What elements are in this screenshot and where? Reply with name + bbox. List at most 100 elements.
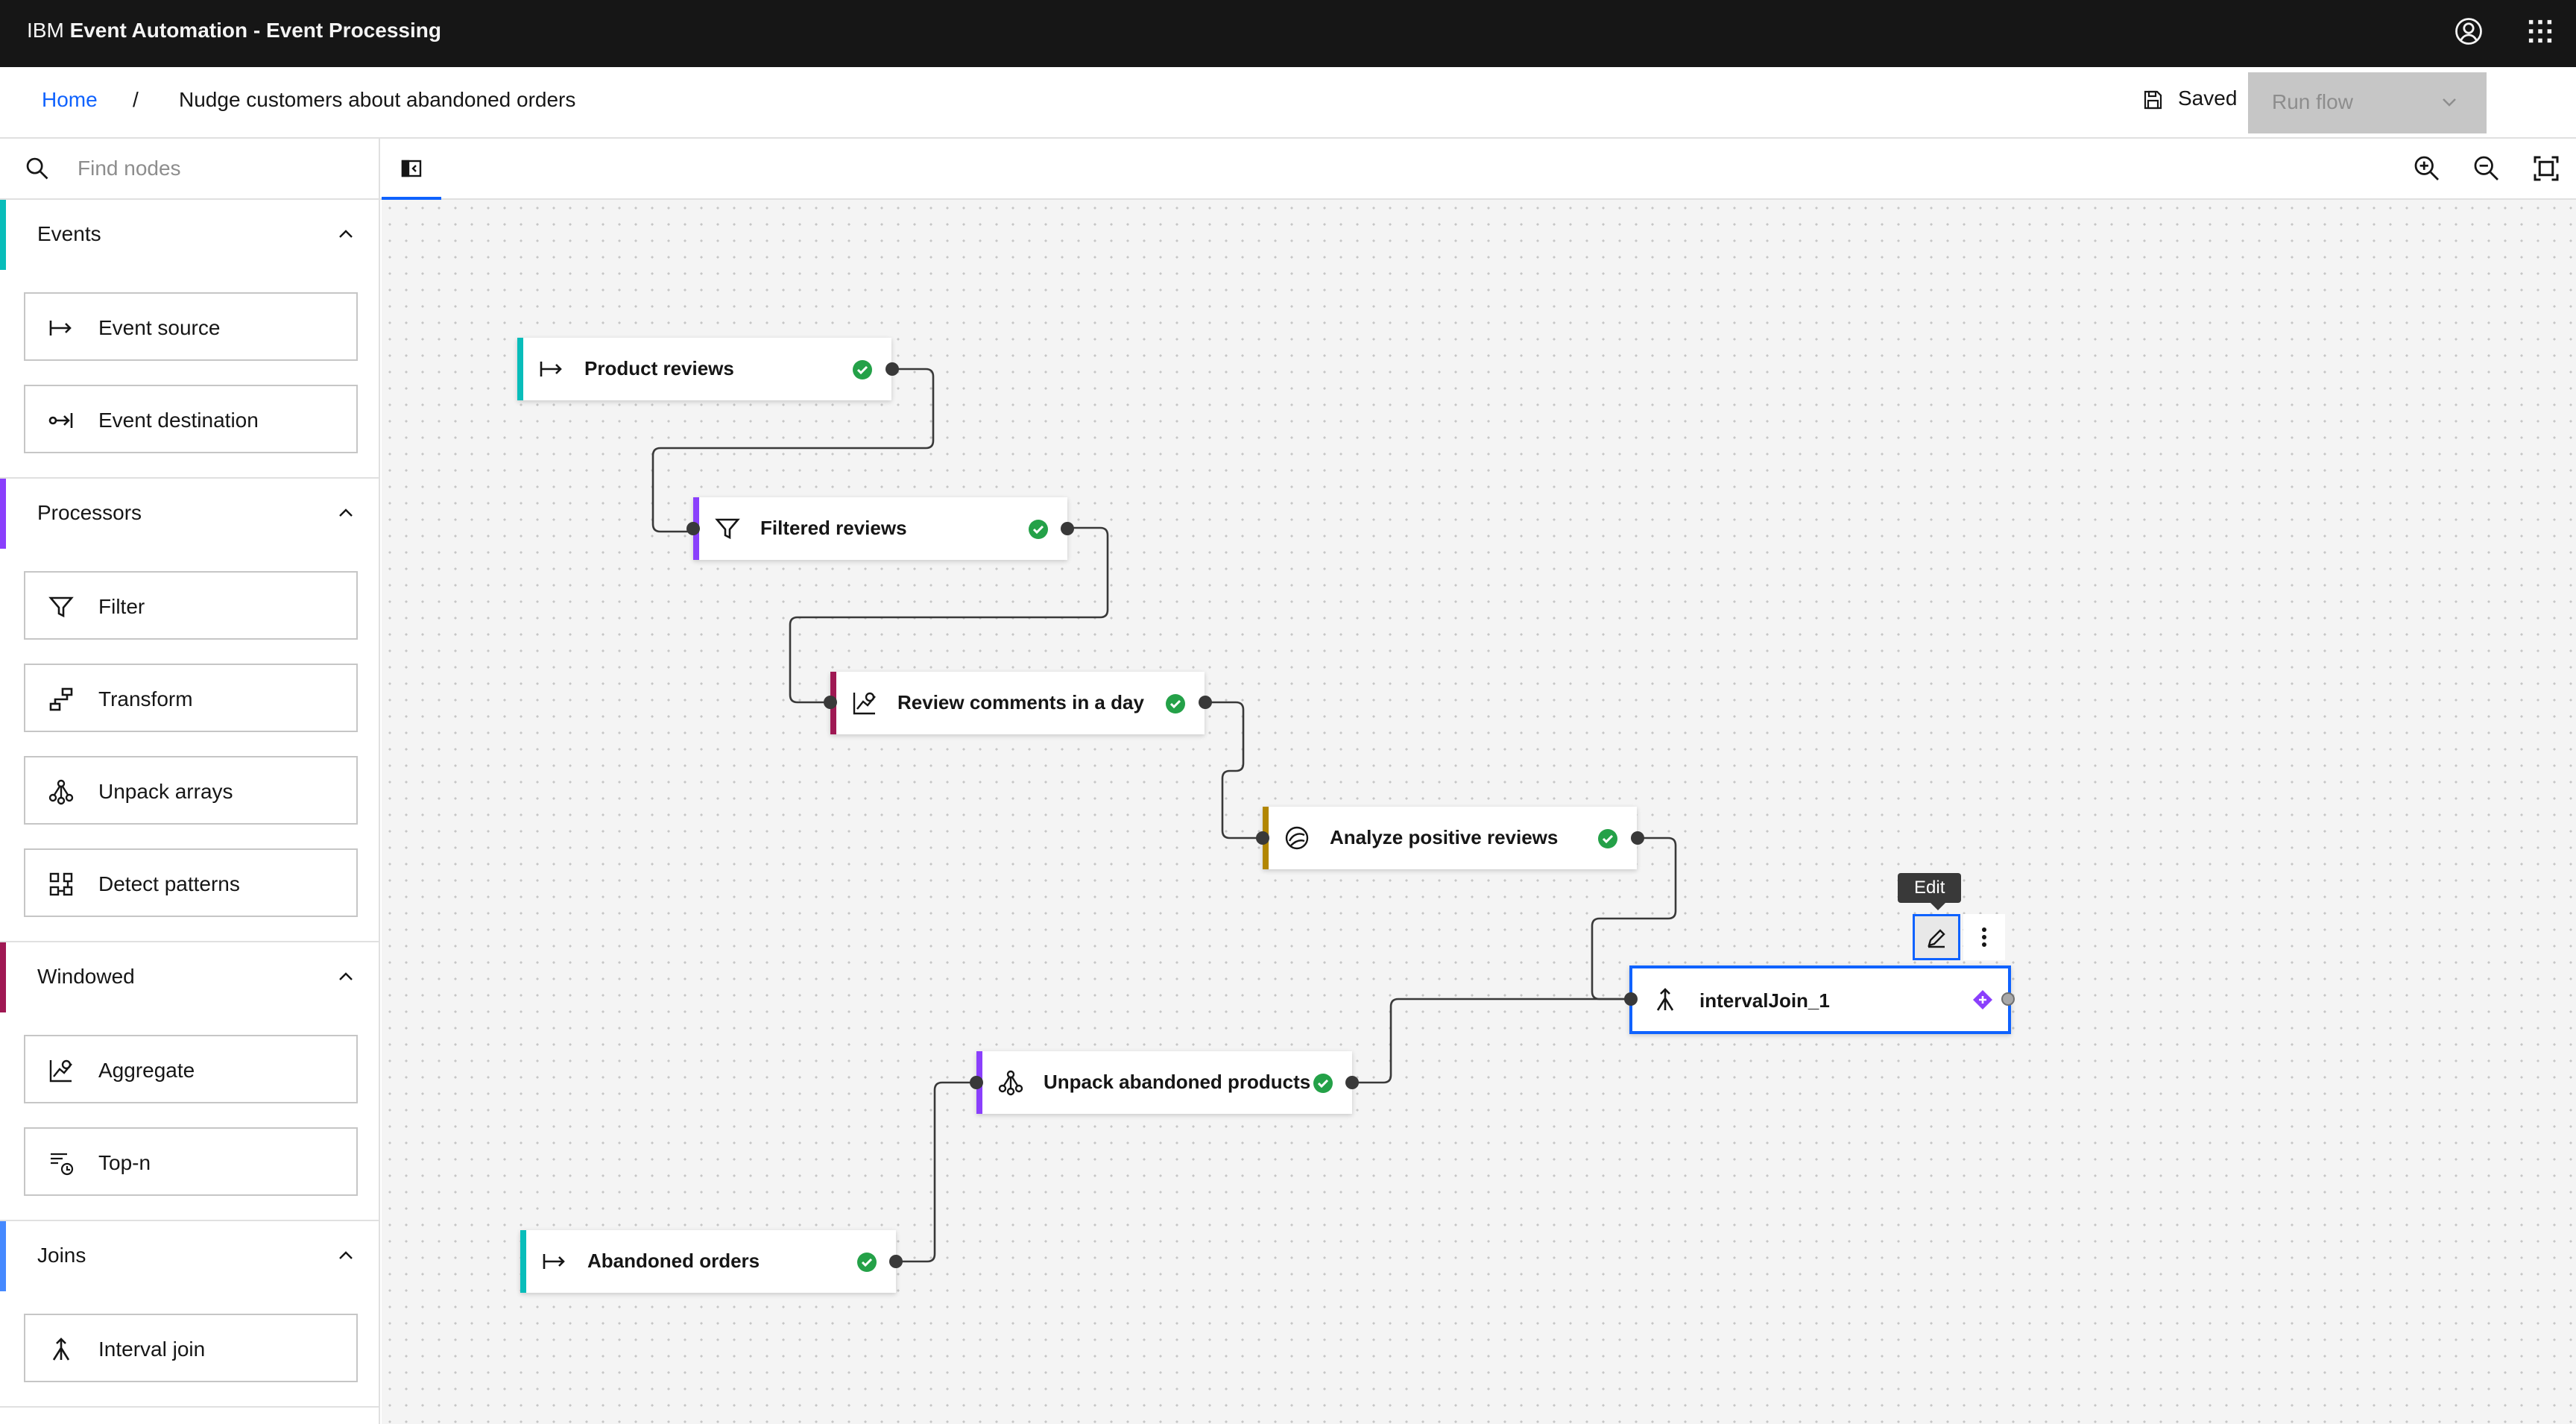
link-abandoned-to-unpack (896, 1081, 976, 1263)
input-port[interactable] (1256, 831, 1269, 845)
checkmark-icon (1598, 829, 1617, 848)
category-color-bar (0, 200, 6, 270)
checkmark-icon (1313, 1074, 1333, 1093)
chevron-up-icon[interactable] (335, 1245, 356, 1266)
node-label: Filtered reviews (760, 517, 907, 539)
palette-item-label: Top-n (98, 1151, 151, 1174)
palette-toggle-button[interactable] (382, 139, 441, 200)
category-color-bar (0, 479, 6, 549)
node-label: intervalJoin_1 (1699, 989, 1830, 1012)
top-n-icon (46, 1148, 76, 1178)
category-label: Events (37, 222, 101, 245)
link-review-comments-to-analyze (1205, 701, 1263, 839)
interval-join-icon (46, 1335, 76, 1364)
detect-patterns-icon (46, 869, 76, 899)
flow-node-abandoned-orders[interactable]: Abandoned orders (520, 1230, 896, 1293)
zoom-in-icon[interactable] (2412, 154, 2442, 183)
palette-item-unpack-arrays[interactable]: Unpack arrays (24, 756, 358, 825)
palette-item-label: Event source (98, 316, 221, 339)
search-input[interactable] (78, 151, 361, 186)
node-label: Review comments in a day (897, 691, 1144, 713)
link-analyze-to-join (1591, 837, 1677, 1001)
user-avatar-icon[interactable] (2452, 15, 2485, 48)
palette-item-filter[interactable]: Filter (24, 571, 358, 640)
node-label: Unpack abandoned products (1044, 1071, 1311, 1093)
chevron-down-icon[interactable] (2439, 92, 2460, 113)
palette-item-aggregate[interactable]: Aggregate (24, 1035, 358, 1103)
output-port[interactable] (886, 362, 899, 376)
category-divider (0, 941, 379, 942)
palette-item-event-source[interactable]: Event source (24, 292, 358, 361)
chevron-up-icon[interactable] (335, 224, 356, 245)
flow-node-interval-join[interactable]: intervalJoin_1 (1629, 965, 2011, 1034)
output-port[interactable] (1345, 1076, 1359, 1089)
filter-icon (46, 592, 76, 622)
tooltip-tail (1931, 903, 1945, 910)
flow-canvas[interactable]: Product reviews Filtered reviews Review … (382, 200, 2576, 1424)
aggregate-icon (46, 1056, 76, 1086)
app-switcher-icon[interactable] (2524, 15, 2557, 48)
node-accent-bar (520, 1230, 526, 1293)
needs-configuration-icon (1971, 988, 1995, 1012)
chevron-up-icon[interactable] (335, 966, 356, 987)
category-divider (0, 1406, 379, 1408)
app-header: IBM Event Automation - Event Processing (0, 0, 2576, 67)
node-connections (651, 368, 1677, 1263)
breadcrumb-separator: / (133, 88, 139, 111)
input-port[interactable] (970, 1076, 983, 1089)
zoom-out-icon[interactable] (2472, 154, 2501, 183)
filter-icon (713, 514, 742, 544)
input-port[interactable] (686, 522, 700, 535)
page-title: Nudge customers about abandoned orders (179, 88, 576, 111)
breadcrumb-home-link[interactable]: Home (42, 88, 98, 111)
node-overflow-menu-icon[interactable] (1963, 914, 2005, 960)
ai-analysis-icon (1282, 823, 1312, 853)
edit-tooltip: Edit (1898, 873, 1962, 903)
edit-node-button[interactable] (1913, 914, 1960, 960)
checkmark-icon (857, 1253, 877, 1272)
saved-icon (2141, 88, 2165, 112)
category-divider (0, 1220, 379, 1221)
category-label: Processors (37, 501, 142, 524)
node-label: Product reviews (584, 357, 734, 379)
palette-item-transform[interactable]: Transform (24, 664, 358, 732)
palette-item-interval-join[interactable]: Interval join (24, 1314, 358, 1382)
palette-category-joins[interactable]: Joins (0, 1221, 379, 1291)
app-title[interactable]: IBM Event Automation - Event Processing (27, 0, 441, 67)
palette-item-label: Aggregate (98, 1059, 195, 1082)
saved-status: Saved (2178, 86, 2238, 110)
output-port[interactable] (1061, 522, 1074, 535)
input-port[interactable] (824, 696, 837, 709)
category-color-bar (0, 942, 6, 1012)
checkmark-icon (853, 360, 872, 379)
fit-to-screen-icon[interactable] (2531, 154, 2561, 183)
palette-item-detect-patterns[interactable]: Detect patterns (24, 848, 358, 917)
flow-node-unpack-abandoned-products[interactable]: Unpack abandoned products (976, 1051, 1352, 1114)
chevron-up-icon[interactable] (335, 503, 356, 523)
flow-node-filtered-reviews[interactable]: Filtered reviews (693, 497, 1067, 560)
palette-item-label: Interval join (98, 1338, 206, 1361)
palette-item-top-n[interactable]: Top-n (24, 1127, 358, 1196)
input-port[interactable] (1624, 992, 1638, 1006)
node-accent-bar (517, 338, 523, 400)
flow-node-analyze-positive-reviews[interactable]: Analyze positive reviews (1263, 807, 1637, 869)
link-filtered-to-review-comments (789, 526, 1109, 704)
palette-item-label: Filter (98, 595, 145, 618)
palette-item-event-destination[interactable]: Event destination (24, 385, 358, 453)
palette-item-label: Transform (98, 687, 193, 711)
palette-category-windowed[interactable]: Windowed (0, 942, 379, 1012)
output-port[interactable] (1631, 831, 1644, 845)
aggregate-icon (850, 688, 880, 718)
flow-node-product-reviews[interactable]: Product reviews (517, 338, 891, 400)
brand-title: Event Automation - Event Processing (69, 19, 441, 42)
output-port[interactable] (2001, 992, 2015, 1006)
event-source-icon (540, 1247, 569, 1276)
output-port[interactable] (1199, 696, 1212, 709)
palette-category-events[interactable]: Events (0, 200, 379, 270)
flow-node-review-comments[interactable]: Review comments in a day (830, 672, 1205, 734)
search-icon (24, 155, 51, 182)
output-port[interactable] (889, 1255, 903, 1268)
unpack-arrays-icon (46, 777, 76, 807)
run-flow-button[interactable]: Run flow (2248, 72, 2487, 133)
palette-category-processors[interactable]: Processors (0, 479, 379, 549)
